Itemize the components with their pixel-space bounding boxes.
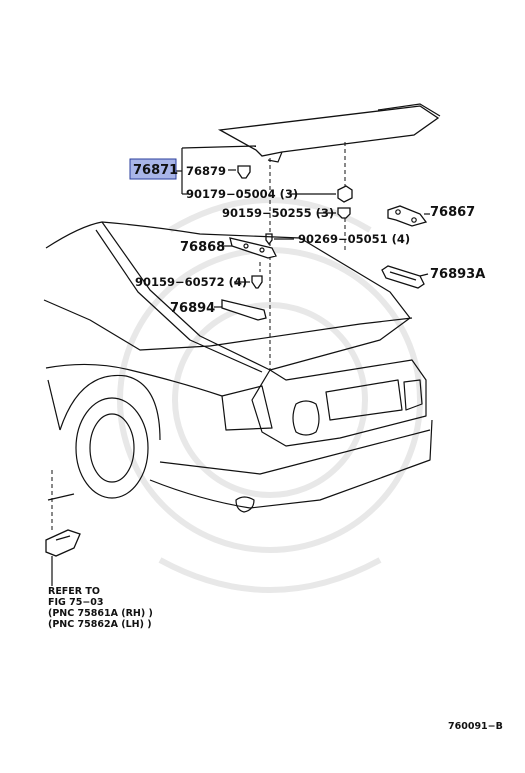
side-marker-lamp [45, 529, 81, 557]
refer-line-2: FIG 75−03 [48, 597, 104, 608]
part-76879[interactable]: 76879 [186, 164, 226, 178]
stay-76868 [229, 237, 277, 259]
part-76871[interactable]: 76871 [133, 163, 178, 178]
bolt-icon [265, 233, 273, 246]
stay-76894 [221, 299, 267, 321]
part-90159-50255[interactable]: 90159−50255 (3) [222, 206, 334, 220]
nut-icon [337, 185, 353, 203]
part-76894[interactable]: 76894 [170, 301, 215, 316]
callout-bracket-76871 [176, 145, 257, 195]
bracket-76867 [387, 205, 428, 227]
figure-id: 760091−B [448, 721, 503, 732]
part-76868[interactable]: 76868 [180, 240, 225, 255]
screw-icon-2 [251, 275, 263, 289]
rear-spoiler [217, 103, 441, 163]
part-76893a[interactable]: 76893A [430, 267, 485, 282]
refer-line-1: REFER TO [48, 586, 100, 597]
car-outline [43, 221, 433, 513]
bracket-76893a [381, 265, 425, 289]
screw-icon [337, 207, 351, 219]
refer-line-3: (PNC 75861A (RH) ) [48, 608, 153, 619]
part-90159-60572[interactable]: 90159−60572 (4) [135, 275, 247, 289]
part-76867[interactable]: 76867 [430, 205, 475, 220]
part-90269-05051[interactable]: 90269−05051 (4) [298, 232, 410, 246]
refer-line-4: (PNC 75862A (LH) ) [48, 619, 152, 630]
highlight-box-76871 [129, 158, 177, 180]
part-90179-05004[interactable]: 90179−05004 (3) [186, 187, 298, 201]
clip-icon [237, 165, 251, 179]
